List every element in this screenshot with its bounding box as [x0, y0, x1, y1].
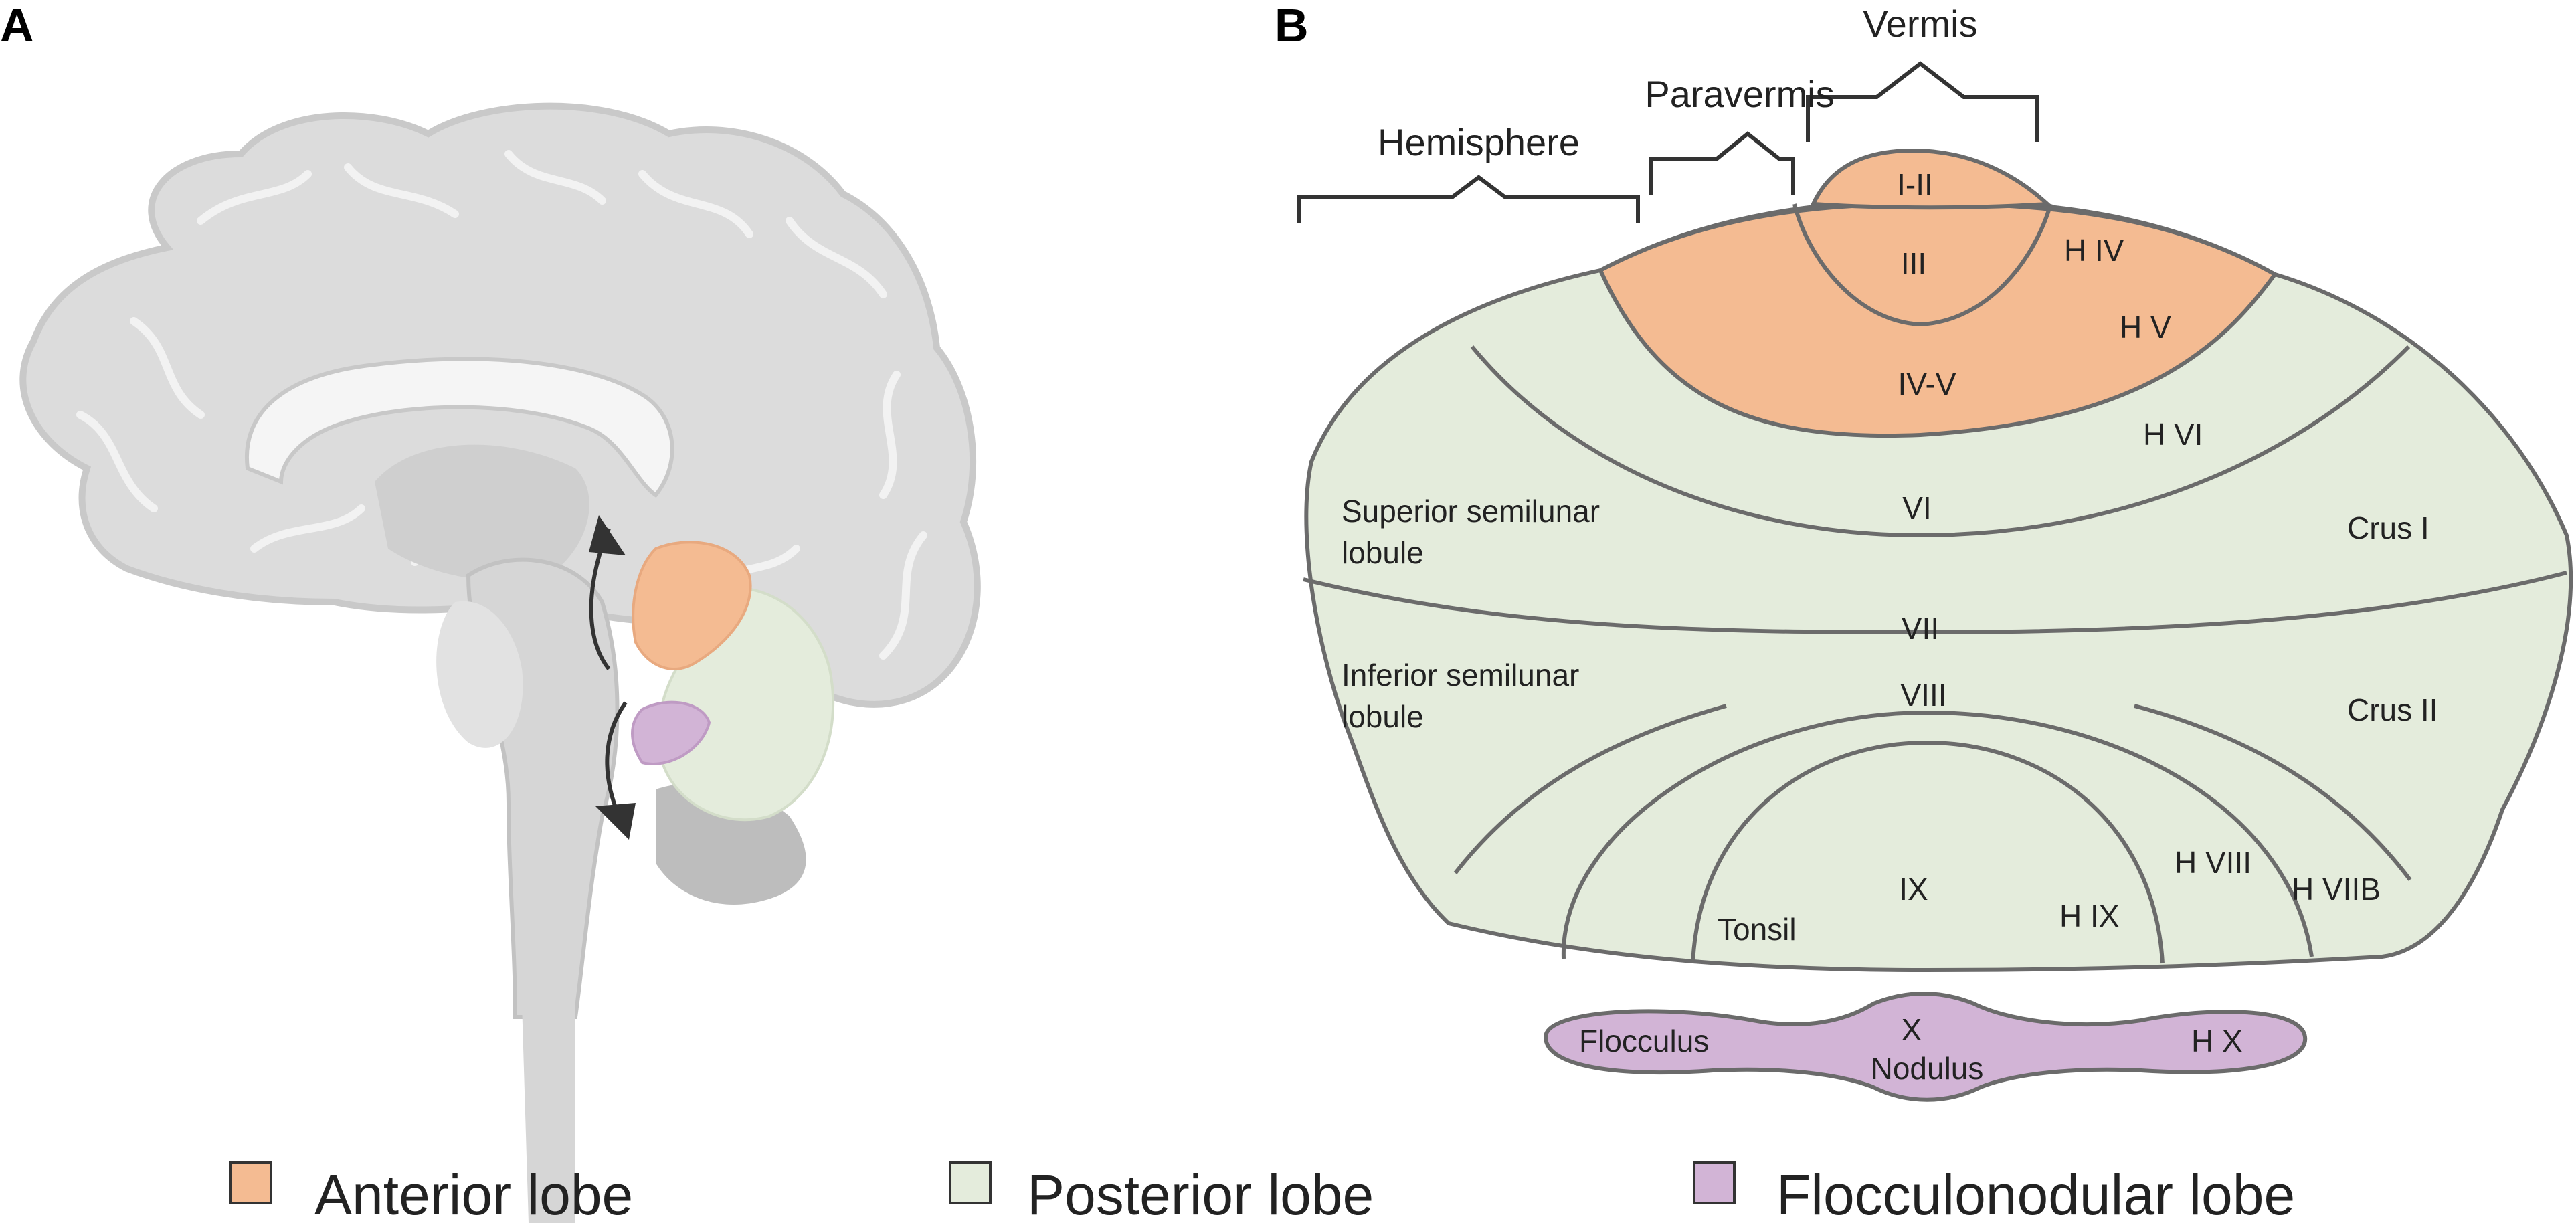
label-iv-v: IV-V: [1898, 367, 1956, 401]
label-superior-semilunar-line2: lobule: [1342, 535, 1424, 570]
line-horizontal-fissure: [1303, 571, 2567, 635]
legend-label-anterior: Anterior lobe: [314, 1163, 633, 1223]
vermis-header: Vermis: [1863, 3, 1977, 45]
lobule-i-ii-region: [1810, 148, 2053, 210]
label-iii: III: [1901, 246, 1926, 281]
label-nodulus: Nodulus: [1871, 1051, 1984, 1086]
legend-swatch-posterior: [949, 1161, 992, 1204]
label-h-v: H V: [2120, 310, 2171, 345]
label-h-vi: H VI: [2143, 417, 2203, 452]
lobule-iii-divider: [1792, 203, 2053, 327]
label-h-ix: H IX: [2059, 899, 2119, 933]
vermis-bracket: [1806, 61, 2039, 142]
line-h-vi-outer: [1470, 345, 2411, 538]
panel-b-letter: B: [1275, 0, 1309, 52]
label-vi: VI: [1902, 490, 1931, 525]
panel-a-letter: A: [0, 0, 34, 52]
legend-label-flocculonodular: Flocculonodular lobe: [1776, 1163, 2295, 1223]
label-viii: VIII: [1900, 678, 1946, 713]
label-x: X: [1902, 1012, 1922, 1047]
label-inferior-semilunar-line1: Inferior semilunar: [1342, 658, 1579, 692]
label-h-viii: H VIII: [2175, 845, 2251, 880]
paravermis-header: Paravermis: [1645, 73, 1834, 115]
spinal-cord: [522, 1004, 575, 1223]
label-crus-i: Crus I: [2347, 510, 2429, 545]
line-viii-arch: [1561, 710, 2314, 959]
legend-swatch-flocculonodular: [1693, 1161, 1736, 1204]
hemisphere-header: Hemisphere: [1378, 121, 1580, 163]
brackets: [1297, 61, 2039, 223]
fissure-lines: [1303, 345, 2567, 964]
line-viii-left: [1453, 704, 1727, 874]
downward-arrow-curve: [605, 701, 628, 818]
label-tonsil: Tonsil: [1718, 912, 1797, 947]
flocculonodular-lobe-region: [1543, 992, 2308, 1102]
legend: Anterior lobe Posterior lobe Flocculonod…: [229, 1161, 2295, 1223]
legend-swatch-anterior: [229, 1161, 272, 1204]
label-h-x: H X: [2191, 1024, 2243, 1058]
paravermis-bracket: [1649, 131, 1795, 195]
line-viii-right: [2134, 704, 2412, 881]
hemisphere-bracket: [1297, 175, 1640, 223]
cerebellum-flocculonodular-lobe: [631, 700, 711, 765]
label-i-ii: I-II: [1897, 167, 1933, 202]
corpus-callosum: [244, 357, 674, 498]
upward-arrow-head: [589, 515, 626, 555]
label-ix: IX: [1899, 872, 1928, 907]
label-superior-semilunar-line1: Superior semilunar: [1342, 494, 1600, 529]
legend-label-posterior: Posterior lobe: [1027, 1163, 1374, 1223]
pons: [436, 601, 523, 748]
thalamus: [375, 444, 589, 581]
label-vii: VII: [1902, 611, 1939, 646]
label-crus-ii: Crus II: [2347, 692, 2437, 727]
downward-arrow-head: [595, 803, 636, 840]
label-flocculus: Flocculus: [1579, 1024, 1709, 1058]
label-h-viib: H VIIB: [2292, 872, 2381, 907]
label-h-iv: H IV: [2064, 233, 2124, 268]
label-inferior-semilunar-line2: lobule: [1342, 699, 1424, 734]
line-ix-arch: [1691, 740, 2165, 964]
brain-sagittal-illustration: [19, 102, 981, 1223]
cerebellum-anterior-lobe: [632, 541, 752, 670]
region-labels: I-II III H IV H V IV-V H VI VI Superior …: [1342, 167, 2437, 1086]
